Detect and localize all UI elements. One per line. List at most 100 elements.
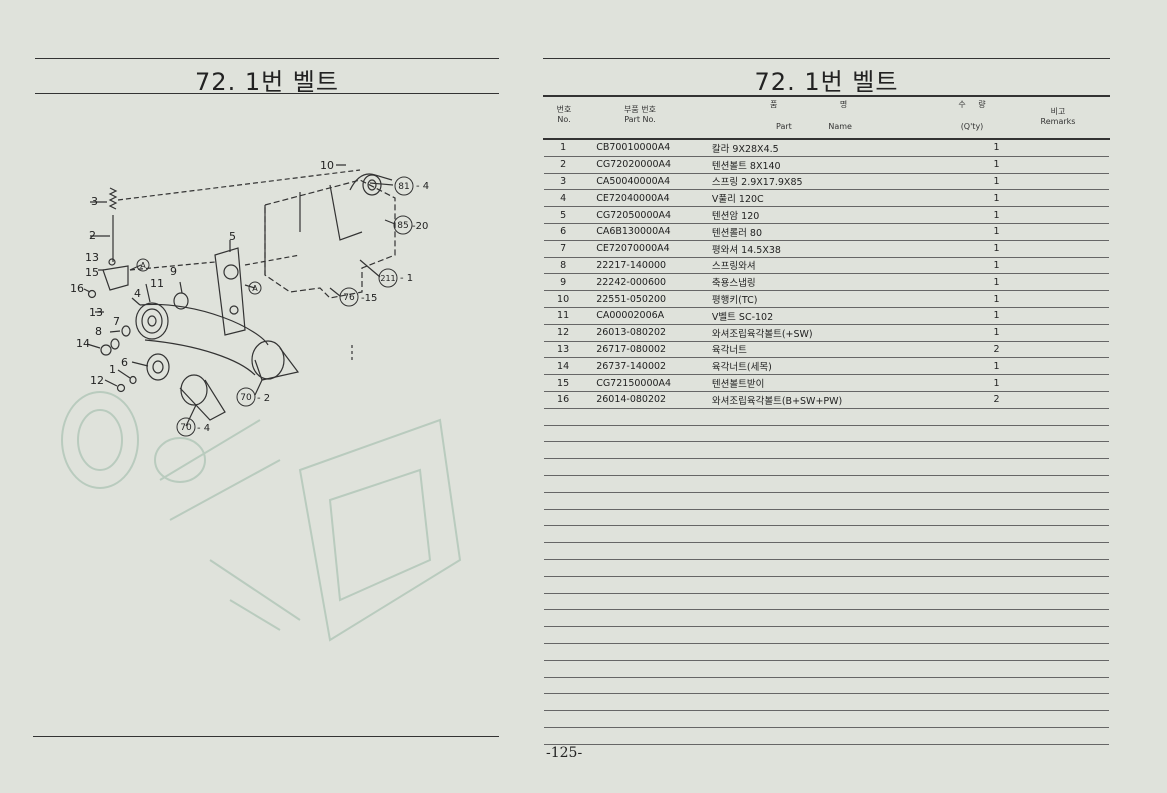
header-qty-en: (Q'ty)	[960, 122, 984, 131]
header-name-kr-1: 품	[770, 100, 778, 109]
cell-part-no	[582, 475, 704, 493]
header-part-no: 부품 번호 Part No.	[600, 105, 680, 125]
callout-9: 9	[170, 265, 177, 278]
cell-part-no	[582, 559, 704, 577]
cell-part-name: 칼라 9X28X4.5	[703, 140, 959, 157]
cell-part-no	[582, 425, 704, 443]
table-row	[544, 458, 1109, 476]
ref-211: 211	[380, 274, 395, 283]
cell-remarks	[1034, 559, 1109, 577]
ref-85-suffix: -20	[412, 221, 428, 232]
cell-part-no	[582, 509, 704, 527]
cell-part-name	[703, 677, 959, 695]
cell-qty	[958, 425, 1035, 443]
callout-7: 7	[113, 315, 120, 328]
cell-remarks	[1034, 156, 1109, 174]
cell-remarks	[1034, 576, 1109, 594]
cell-remarks	[1034, 525, 1109, 544]
cell-qty: 1	[958, 206, 1035, 224]
cell-no: 8	[544, 257, 583, 275]
ref-70-a-suffix: - 2	[257, 393, 270, 404]
cell-part-name	[703, 425, 959, 443]
table-row	[544, 660, 1109, 678]
table-row	[544, 509, 1109, 527]
cell-part-no: 26013-080202	[582, 324, 704, 342]
cell-part-name: 축용스냅링	[703, 273, 959, 292]
header-qty-kr: 수 량	[952, 100, 992, 110]
cell-part-no	[582, 609, 704, 628]
cell-no: 2	[544, 156, 583, 174]
cell-part-name	[703, 559, 959, 577]
table-row	[544, 727, 1109, 745]
cell-no	[544, 626, 583, 644]
cell-part-no: CE72040000A4	[582, 189, 704, 208]
header-remarks: 비고 Remarks	[1038, 107, 1078, 127]
cell-part-name	[703, 660, 959, 678]
cell-no: 10	[544, 290, 583, 308]
cell-part-name	[703, 458, 959, 476]
cell-no: 11	[544, 307, 583, 325]
right-page: 72. 1번 벨트 번호 No. 부품 번호 Part No. 품 명 Part…	[540, 0, 1167, 793]
cell-part-name: 와셔조립육각볼트(B+SW+PW)	[703, 391, 959, 409]
left-footer-rule	[33, 736, 499, 737]
table-row	[544, 677, 1109, 695]
cell-part-no: CG72050000A4	[582, 206, 704, 224]
left-page: 72. 1번 벨트	[0, 0, 540, 793]
cell-qty	[958, 626, 1035, 644]
cell-part-no	[582, 643, 704, 661]
cell-no	[544, 458, 583, 476]
cell-qty: 1	[958, 290, 1035, 308]
cell-part-no	[582, 441, 704, 460]
cell-part-name: 텐션암 120	[703, 206, 959, 224]
title-bottom-rule	[35, 93, 499, 94]
cell-qty	[958, 576, 1035, 594]
cell-part-name	[703, 408, 959, 426]
callout-4: 4	[134, 287, 141, 300]
cell-remarks	[1034, 290, 1109, 308]
svg-text:10 3 5 2: 10 3 5 2 13 15 9 16 11 4 13 7 8 14 6 1 1…	[70, 159, 338, 387]
cell-no: 14	[544, 357, 583, 376]
cell-remarks	[1034, 273, 1109, 292]
cell-no: 5	[544, 206, 583, 224]
cell-qty: 2	[958, 341, 1035, 359]
table-row	[544, 475, 1109, 493]
cell-qty	[958, 458, 1035, 476]
ref-a-2: A	[252, 284, 258, 293]
header-bottom-rule	[543, 138, 1110, 140]
cell-part-name	[703, 542, 959, 560]
cell-remarks	[1034, 391, 1109, 409]
right-title-top-rule	[543, 58, 1110, 59]
cell-qty	[958, 441, 1035, 460]
header-no-kr: 번호	[556, 105, 572, 114]
ref-70-b-suffix: - 4	[197, 423, 210, 434]
cell-part-no: 26717-080002	[582, 341, 704, 359]
callout-13a: 13	[85, 251, 99, 264]
cell-no: 4	[544, 189, 583, 208]
cell-qty: 1	[958, 357, 1035, 376]
table-row	[544, 542, 1109, 560]
cell-part-name	[703, 576, 959, 594]
cell-part-no	[582, 710, 704, 728]
callout-1: 1	[109, 363, 116, 376]
cell-no	[544, 710, 583, 728]
cell-no	[544, 509, 583, 527]
right-title-bottom-rule	[543, 95, 1110, 97]
cell-part-name	[703, 643, 959, 661]
cell-remarks	[1034, 441, 1109, 460]
callout-2: 2	[89, 229, 96, 242]
cell-part-no	[582, 677, 704, 695]
cell-part-name: 육각너트	[703, 341, 959, 359]
cell-remarks	[1034, 357, 1109, 376]
cell-part-no	[582, 727, 704, 745]
header-qty: 수 량 (Q'ty)	[952, 100, 992, 132]
cell-remarks	[1034, 140, 1109, 157]
cell-part-no: 26014-080202	[582, 391, 704, 409]
cell-qty	[958, 660, 1035, 678]
